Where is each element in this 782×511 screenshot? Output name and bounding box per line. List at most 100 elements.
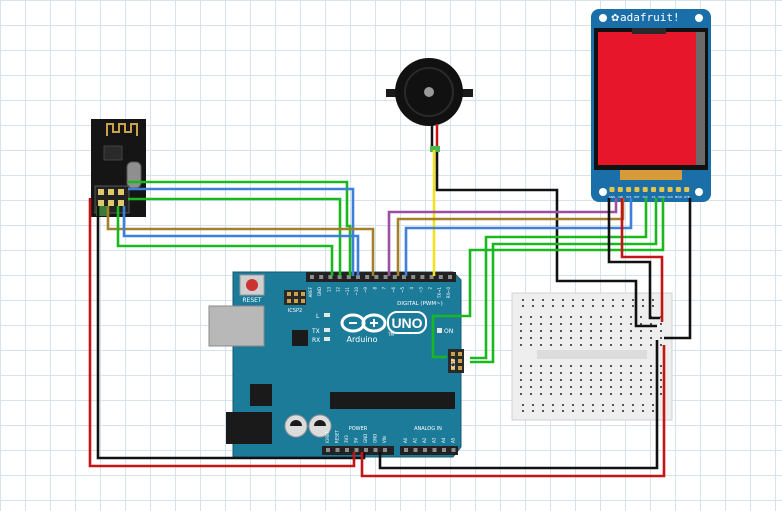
bb-hole <box>572 305 574 307</box>
reset-button-icon <box>246 279 258 291</box>
bb-hole <box>542 404 544 406</box>
bb-hole <box>570 393 572 395</box>
bb-hole <box>562 404 564 406</box>
digital-pin-socket <box>356 275 360 279</box>
bb-hole <box>630 330 632 332</box>
bb-hole <box>612 299 614 301</box>
bb-hole <box>562 410 564 412</box>
digital-pin-socket <box>365 275 370 279</box>
tft-pin <box>634 187 640 192</box>
breadboard-holes <box>520 299 662 412</box>
bb-hole <box>630 344 632 346</box>
reset-label: RESET <box>242 297 262 304</box>
bb-hole <box>560 393 562 395</box>
bb-hole <box>602 410 604 412</box>
wires <box>88 124 692 478</box>
bb-hole <box>590 379 592 381</box>
tft-pin-label: SCK <box>667 195 673 199</box>
analog-pin-socket <box>413 448 418 452</box>
bb-hole <box>602 299 604 301</box>
analog-pin-socket <box>442 448 446 452</box>
bb-hole <box>570 316 572 318</box>
bb-hole <box>630 393 632 395</box>
bb-hole <box>612 404 614 406</box>
bb-hole <box>622 305 624 307</box>
bb-hole <box>600 323 602 325</box>
tft-pin <box>609 187 615 192</box>
bb-hole <box>572 410 574 412</box>
bb-hole <box>620 393 622 395</box>
digital-label: DIGITAL (PWM~) <box>397 301 443 307</box>
tft-pin <box>659 187 665 192</box>
bb-hole <box>570 386 572 388</box>
bb-hole <box>530 316 532 318</box>
bb-hole <box>660 379 662 381</box>
wire-green-nrf-mosi <box>128 180 352 276</box>
digital-pin-socket <box>402 275 406 279</box>
digital-pin-label: ~5 <box>400 287 405 293</box>
bb-hole <box>640 323 642 325</box>
bb-hole <box>600 344 602 346</box>
bb-hole <box>570 344 572 346</box>
digital-pin-label: 8 <box>372 287 377 290</box>
bb-hole <box>602 404 604 406</box>
analog-pin-label: A2 <box>422 437 427 443</box>
bb-hole <box>620 330 622 332</box>
bb-hole <box>600 386 602 388</box>
bb-hole <box>550 344 552 346</box>
digital-pin-socket <box>337 275 342 279</box>
digital-pin-socket <box>319 275 324 279</box>
arduino-brand: Arduino <box>347 335 378 344</box>
bb-hole <box>542 410 544 412</box>
bb-hole <box>540 344 542 346</box>
bb-hole <box>522 299 524 301</box>
bb-hole <box>520 386 522 388</box>
bb-hole <box>580 330 582 332</box>
digital-pin-label: RX←0 <box>446 287 451 299</box>
wire-blue-nrf-irq <box>122 206 360 276</box>
bb-hole <box>570 330 572 332</box>
bb-hole <box>552 404 554 406</box>
bb-hole <box>550 316 552 318</box>
bb-hole <box>650 344 652 346</box>
wire-green-nrf-ce <box>116 206 334 276</box>
bb-hole <box>660 372 662 374</box>
bb-hole <box>532 305 534 307</box>
bb-hole <box>650 386 652 388</box>
nrf24l01-module <box>91 119 146 217</box>
power-label: POWER <box>349 426 368 432</box>
bb-hole <box>600 337 602 339</box>
bb-hole <box>592 299 594 301</box>
power-pin-socket <box>326 448 330 452</box>
led-tx-label: TX <box>311 328 320 335</box>
bb-hole <box>530 365 532 367</box>
bb-hole <box>600 372 602 374</box>
bb-hole <box>642 410 644 412</box>
bb-hole <box>582 305 584 307</box>
bb-hole <box>590 316 592 318</box>
analog-pin-label: A4 <box>441 437 446 443</box>
wire-blue-nrf-sck <box>128 187 355 276</box>
bb-hole <box>570 372 572 374</box>
bb-hole <box>582 410 584 412</box>
analog-pin-socket <box>404 448 408 452</box>
bb-hole <box>660 323 662 325</box>
bb-hole <box>592 305 594 307</box>
digital-pin-socket <box>310 275 314 279</box>
bb-hole <box>520 330 522 332</box>
analog-pin-label: A3 <box>432 437 437 443</box>
bb-hole <box>552 299 554 301</box>
bb-hole <box>520 344 522 346</box>
bb-hole <box>610 337 612 339</box>
bb-hole <box>560 344 562 346</box>
digital-pin-label: GND <box>317 287 322 296</box>
bb-hole <box>550 330 552 332</box>
bb-hole <box>620 337 622 339</box>
bb-hole <box>590 344 592 346</box>
bb-hole <box>612 305 614 307</box>
bb-hole <box>560 386 562 388</box>
bb-hole <box>530 323 532 325</box>
bb-hole <box>560 379 562 381</box>
bb-hole <box>570 365 572 367</box>
